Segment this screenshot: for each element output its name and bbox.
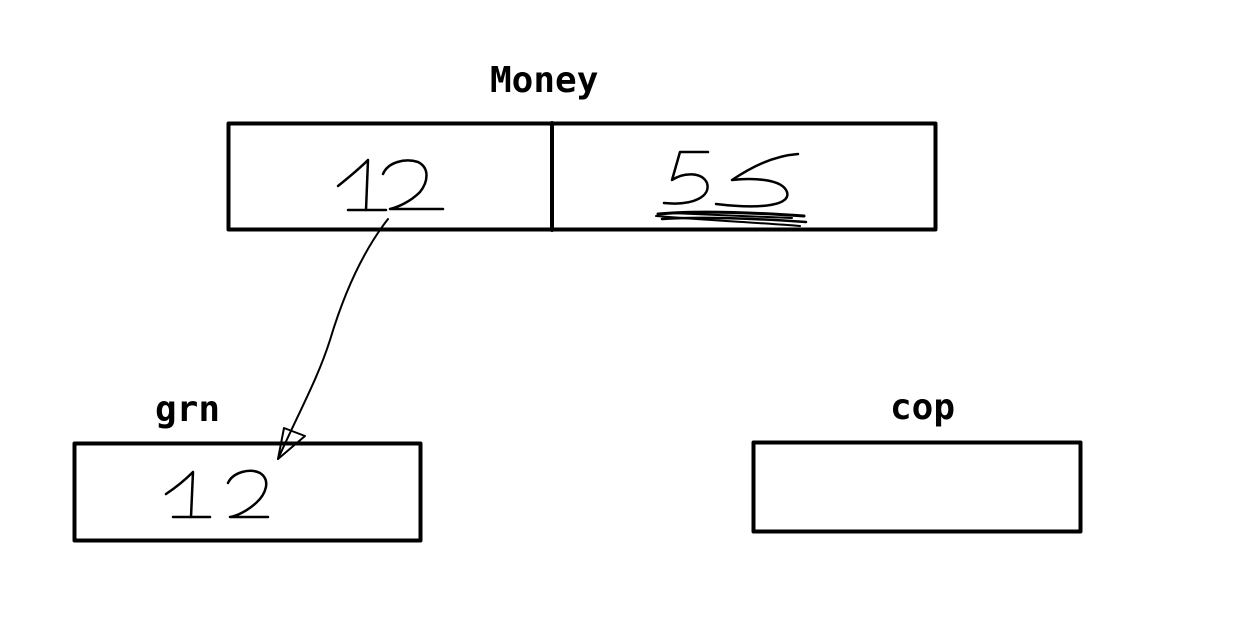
grn-box bbox=[72, 441, 423, 543]
cop-label: cop bbox=[890, 387, 956, 428]
money-struct-box bbox=[226, 121, 938, 232]
grn-box-value: 12 bbox=[164, 469, 270, 519]
cop-box bbox=[751, 440, 1083, 534]
grn-label: grn bbox=[155, 389, 221, 430]
money-label: Money bbox=[490, 60, 599, 101]
money-field-1-value: 12 bbox=[336, 158, 445, 212]
copy-arrow-line bbox=[277, 218, 389, 460]
money-field-2-value: 55 bbox=[655, 150, 808, 227]
